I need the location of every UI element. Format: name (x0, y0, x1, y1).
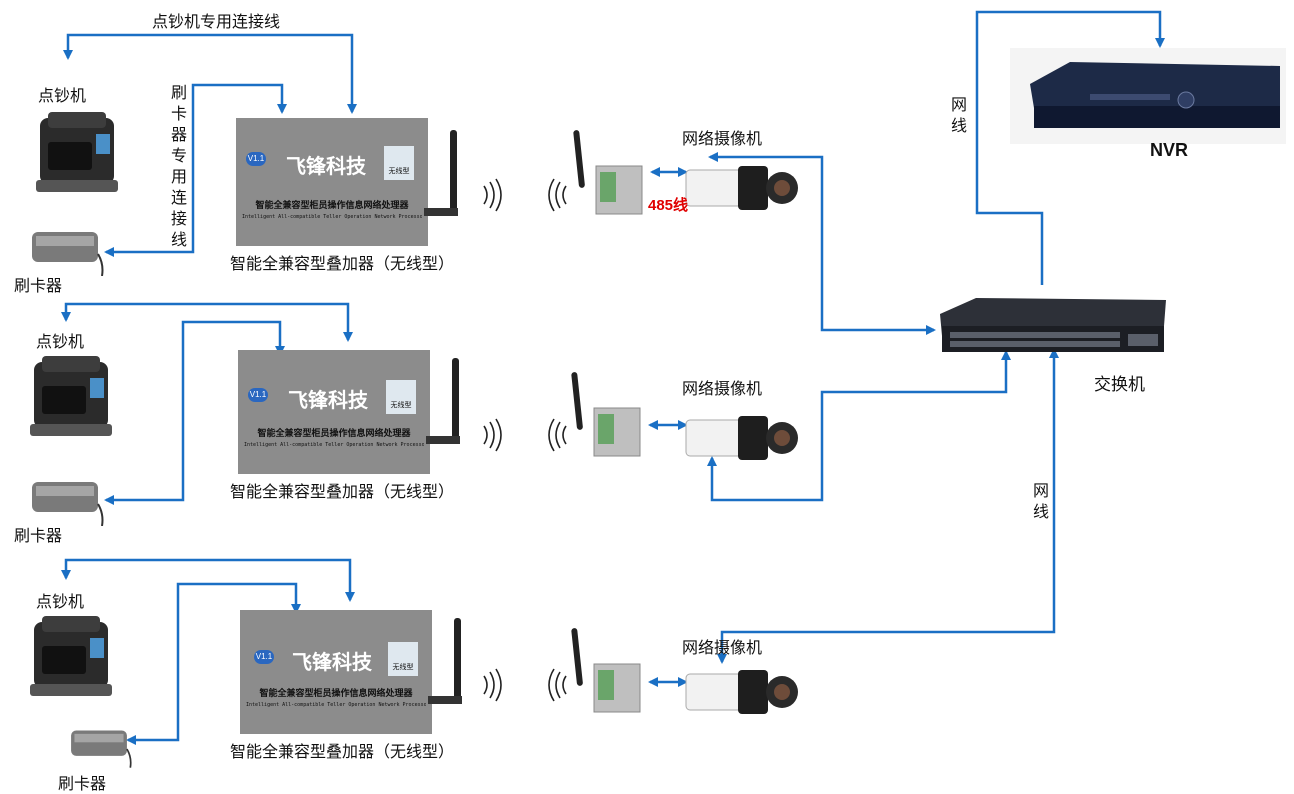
card-reader-cable-line-1 (104, 83, 287, 257)
counter-cable-line-1 (63, 33, 357, 114)
ip-camera-icon (685, 670, 798, 714)
overlay-face-sub: Intelligent All-compatible Teller Operat… (242, 214, 422, 220)
overlay-label-3: 智能全兼容型叠加器（无线型） (230, 742, 455, 761)
card-reader-label-2: 刷卡器 (14, 526, 63, 545)
version-badge: V1.1 (254, 650, 274, 664)
wireless-tag: 无线型 (384, 146, 414, 180)
wireless-module-icon (573, 130, 643, 215)
counter-label-1: 点钞机 (38, 86, 87, 105)
overlay-face-sub: Intelligent All-compatible Teller Operat… (244, 442, 424, 448)
overlay-label-2: 智能全兼容型叠加器（无线型） (230, 482, 455, 501)
card-reader-cable-line-2 (104, 320, 285, 505)
camera1-switch-line (708, 152, 936, 335)
overlay-face-title: 智能全兼容型柜员操作信息网络处理器 (255, 201, 409, 211)
antenna-icon (426, 358, 460, 444)
card-reader-cable-label: 刷卡器专用连接线 (170, 83, 187, 249)
net-cable-label-top: 网线 (950, 95, 967, 135)
ip-camera-icon (685, 416, 798, 460)
card-reader-icon (32, 232, 104, 276)
card-reader-icon (32, 482, 104, 526)
nvr-icon (1010, 48, 1286, 144)
overlay-label-1: 智能全兼容型叠加器（无线型） (230, 254, 455, 273)
overlay-face-title: 智能全兼容型柜员操作信息网络处理器 (259, 689, 413, 699)
antenna-icon (428, 618, 462, 704)
wifi-waves-icon (483, 668, 567, 702)
wifi-waves-icon (483, 418, 567, 452)
wireless-tag: 无线型 (388, 642, 418, 676)
camera-label-2: 网络摄像机 (682, 379, 763, 398)
counter-cable-line-2 (61, 302, 353, 342)
overlay-face-title: 智能全兼容型柜员操作信息网络处理器 (257, 429, 411, 439)
counter-cable-line-3 (61, 558, 355, 602)
camera-label-1: 网络摄像机 (682, 129, 763, 148)
camera-label-3: 网络摄像机 (682, 638, 763, 657)
brand-logo: 飞锋科技 (286, 156, 366, 178)
brand-logo: 飞锋科技 (288, 390, 368, 412)
overlay-device-3: V1.1 飞锋科技 无线型 智能全兼容型柜员操作信息网络处理器 Intellig… (240, 610, 432, 734)
network-switch-icon (940, 298, 1166, 352)
overlay-face-sub: Intelligent All-compatible Teller Operat… (246, 702, 426, 708)
bill-counter-icon (30, 616, 112, 696)
antenna-icon (424, 130, 458, 216)
ip-camera-icon (685, 166, 798, 210)
card-reader-label-1: 刷卡器 (14, 276, 63, 295)
bill-counter-icon (36, 112, 118, 192)
switch-nvr-line (975, 10, 1165, 285)
counter-label-3: 点钞机 (36, 592, 85, 611)
bill-counter-icon (30, 356, 112, 436)
nvr-label: NVR (1150, 140, 1189, 160)
net-cable-label-bottom: 网线 (1032, 481, 1049, 521)
camera3-switch-line (717, 348, 1059, 664)
brand-logo: 飞锋科技 (292, 652, 372, 674)
wireless-module-icon (571, 372, 641, 457)
version-badge: V1.1 (248, 388, 268, 402)
overlay-device-1: V1.1 飞锋科技 无线型 智能全兼容型柜员操作信息网络处理器 Intellig… (236, 118, 428, 246)
counter-label-2: 点钞机 (36, 332, 85, 351)
wireless-module-icon (571, 628, 641, 713)
wifi-waves-icon (483, 178, 567, 212)
overlay-device-2: V1.1 飞锋科技 无线型 智能全兼容型柜员操作信息网络处理器 Intellig… (238, 350, 430, 474)
wireless-tag: 无线型 (386, 380, 416, 414)
card-reader-cable-line-3 (126, 582, 301, 745)
counter-cable-label: 点钞机专用连接线 (152, 12, 281, 31)
switch-label: 交换机 (1094, 375, 1145, 395)
card-reader-icon (71, 730, 132, 768)
card-reader-label-3: 刷卡器 (58, 774, 107, 793)
rs485-label: 485线 (648, 197, 689, 214)
version-badge: V1.1 (246, 152, 266, 166)
